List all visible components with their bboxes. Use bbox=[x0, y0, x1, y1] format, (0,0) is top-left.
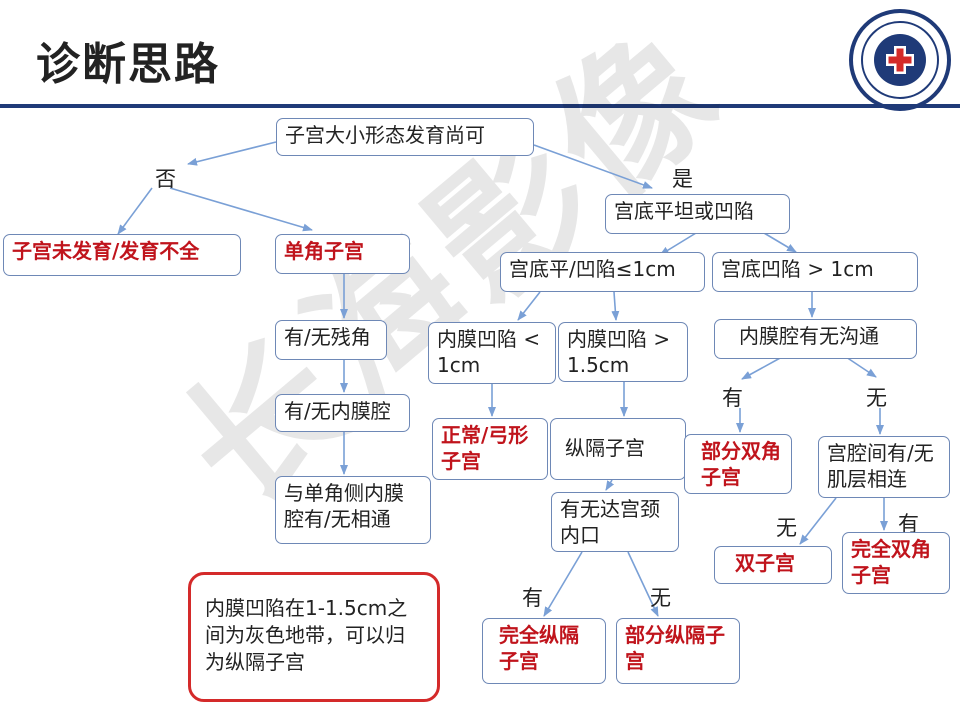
node-complete-bicornuate: 完全双角子宫 bbox=[842, 532, 950, 594]
node-septate: 纵隔子宫 bbox=[550, 418, 686, 480]
node-unicornuate: 单角子宫 bbox=[275, 234, 410, 274]
label-none-right: 无 bbox=[866, 386, 887, 410]
node-reach-os: 有无达宫颈内口 bbox=[551, 492, 679, 552]
node-fundus-flat-le1cm: 宫底平/凹陷≤1cm bbox=[500, 252, 705, 292]
node-complete-septate: 完全纵隔子宫 bbox=[482, 618, 606, 684]
node-underdeveloped: 子宫未发育/发育不全 bbox=[3, 234, 241, 276]
label-no: 否 bbox=[155, 167, 176, 191]
gray-zone-note: 内膜凹陷在1-1.5cm之间为灰色地带，可以归为纵隔子宫 bbox=[188, 572, 440, 702]
node-normal-arcuate: 正常/弓形子宫 bbox=[432, 418, 548, 480]
node-partial-septate: 部分纵隔子宫 bbox=[616, 618, 740, 684]
page-title: 诊断思路 bbox=[36, 39, 220, 90]
hospital-logo bbox=[849, 9, 951, 111]
node-horn-remnant: 有/无残角 bbox=[275, 320, 387, 360]
node-endometrial-cavity: 有/无内膜腔 bbox=[275, 394, 410, 432]
node-fundus-flat-or-concave: 宫底平坦或凹陷 bbox=[605, 194, 790, 234]
node-endo-gt15cm: 内膜凹陷 > 1.5cm bbox=[558, 322, 688, 382]
node-didelphys: 双子宫 bbox=[714, 546, 832, 584]
label-has-complete-septate: 有 bbox=[522, 586, 543, 610]
node-cavity-communication: 内膜腔有无沟通 bbox=[714, 319, 917, 359]
label-yes: 是 bbox=[672, 167, 693, 191]
label-has-complete-bicornuate: 有 bbox=[898, 512, 919, 536]
node-fundus-concave-gt1cm: 宫底凹陷 > 1cm bbox=[712, 252, 918, 292]
label-none-partial-septate: 无 bbox=[650, 586, 671, 610]
header-divider bbox=[0, 104, 960, 108]
node-partial-bicornuate: 部分双角子宫 bbox=[684, 434, 792, 494]
label-none-didelphys: 无 bbox=[776, 516, 797, 540]
node-root: 子宫大小形态发育尚可 bbox=[276, 118, 534, 156]
node-endo-lt1cm: 内膜凹陷 < 1cm bbox=[428, 322, 556, 384]
label-has-left: 有 bbox=[722, 386, 743, 410]
node-myometrium-link: 宫腔间有/无肌层相连 bbox=[818, 436, 950, 498]
node-communicates: 与单角侧内膜腔有/无相通 bbox=[275, 476, 431, 544]
